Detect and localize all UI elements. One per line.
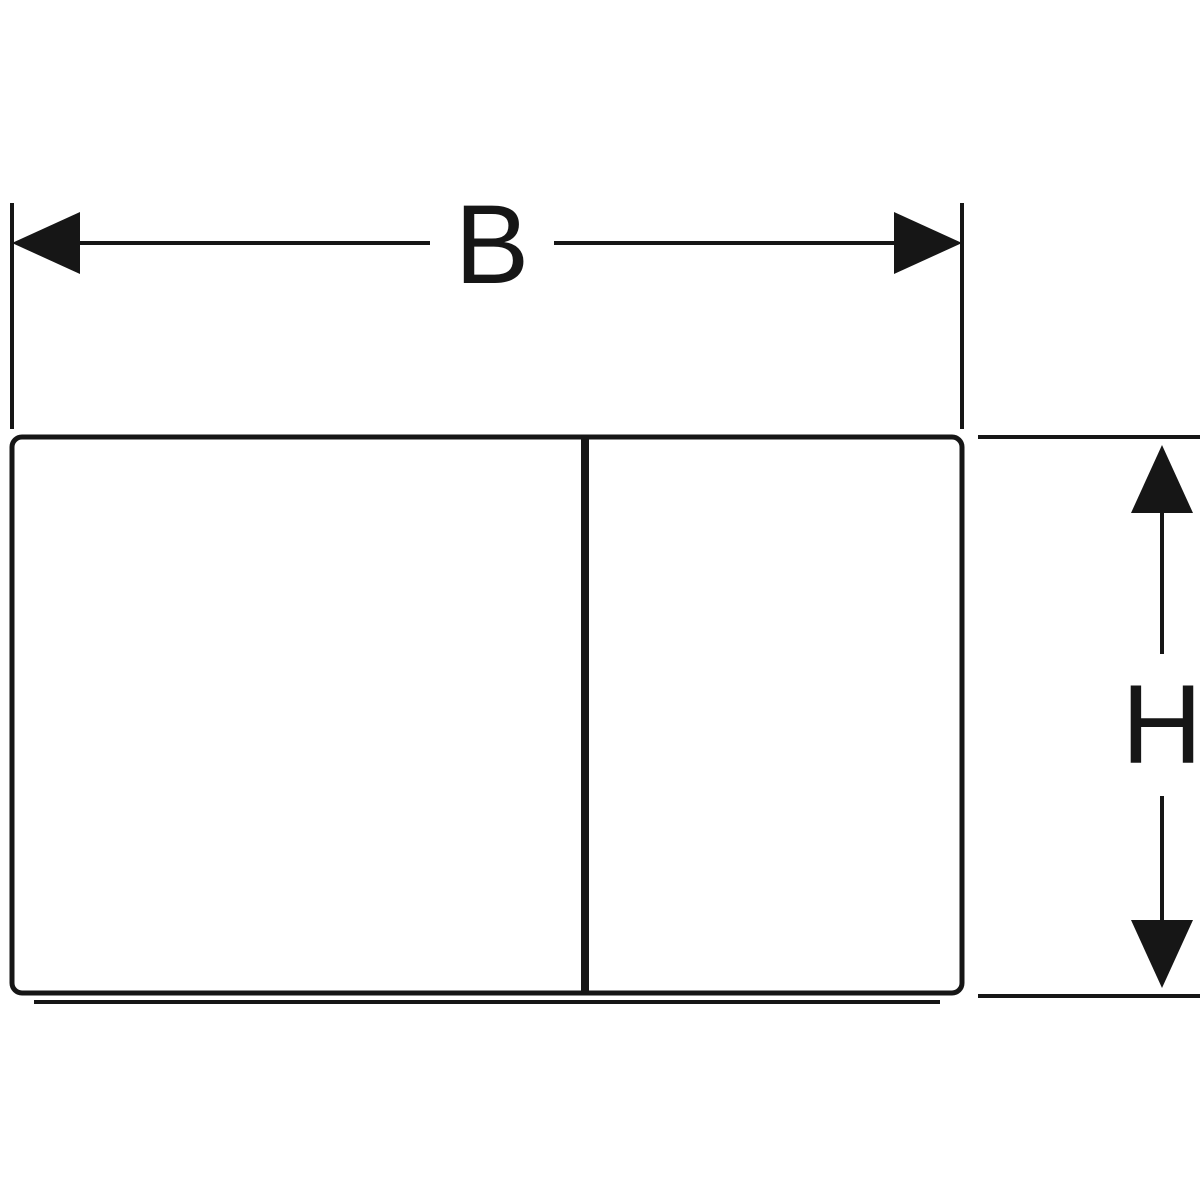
plate-outline <box>9 434 965 996</box>
height-arrowhead-up-icon <box>1131 445 1193 513</box>
width-label: B <box>455 182 530 307</box>
height-arrowhead-down-icon <box>1131 920 1193 988</box>
width-arrowhead-right-icon <box>894 212 962 274</box>
height-dimension: H <box>978 435 1200 998</box>
plate-group <box>9 434 965 1004</box>
width-dimension: B <box>10 182 964 429</box>
height-label: H <box>1122 662 1200 787</box>
width-arrowhead-left-icon <box>12 212 80 274</box>
